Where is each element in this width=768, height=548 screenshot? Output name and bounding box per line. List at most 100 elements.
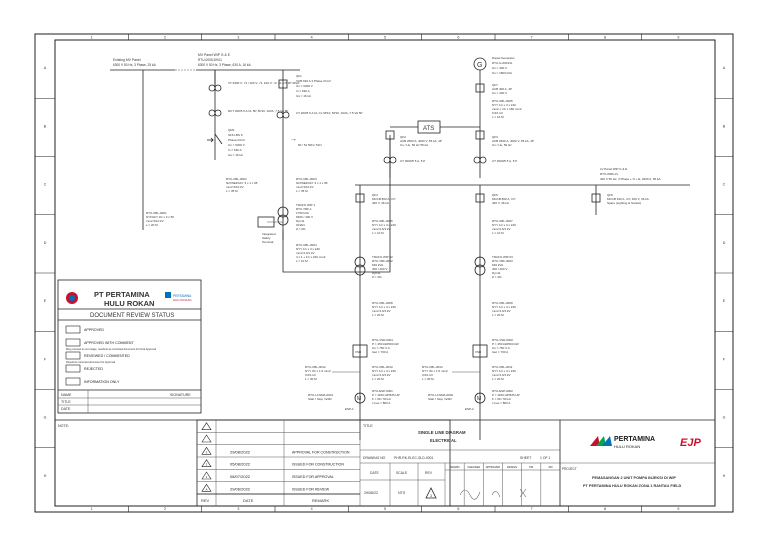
- grid-row-label: G: [44, 416, 47, 420]
- cable-lv1-l3: 4 x 1 + 1C x 240 mm2: [296, 255, 326, 259]
- grid-col-label: 1: [91, 507, 93, 511]
- qf1-l4: Ics = 16 kA: [296, 94, 311, 98]
- grid-row-label: H: [44, 474, 47, 478]
- status-label: INFORMATION ONLY: [84, 380, 120, 384]
- qm1-l2: Phasa 24 kV: [228, 138, 245, 142]
- cable-m3-l0: RTU-CBL-0012: [305, 365, 326, 369]
- cable-m1-l0: RTU-CBL-0010: [372, 365, 393, 369]
- ct1-label: RCT 200/5 5 A CL 5P, 5P10, 10VA, 7.5 VA …: [228, 109, 288, 113]
- grid-col-label: 2: [164, 36, 166, 40]
- esp2-tag: ESP-2: [465, 407, 474, 411]
- cable-lv2-l2: mm2 0.6/1 kV: [372, 227, 391, 231]
- grid-row-label: A: [723, 66, 726, 70]
- esp2-l0: RTU-ESP-0002: [492, 389, 513, 393]
- trafo2-l1: RTU-TRF-0002: [372, 259, 393, 263]
- cable-lv2-l1: NYY 1C x 3 x 240: [372, 223, 396, 227]
- grid-col-label: 3: [237, 36, 239, 40]
- scale-label: SCALE: [396, 471, 408, 475]
- rev-label: REV: [425, 471, 433, 475]
- status-label: APPROVED WITH COMMENT: [84, 341, 135, 345]
- esp1-l1: P = 1150 HP/625 HP: [372, 393, 400, 397]
- title-label: TITLE: [363, 424, 373, 428]
- grid-row-label: F: [44, 357, 47, 361]
- revision-triangle-icon: [201, 446, 212, 455]
- grid-row-label: D: [723, 241, 726, 245]
- diesel-l0: RTU-G-0001/G: [492, 61, 513, 65]
- cable-m2-l0: RTU-CBL-0011: [492, 365, 513, 369]
- sheet-value: 1 OF 1: [540, 456, 550, 460]
- mv-panel-spec2: 6300 V 50 Hz, 3 Phase, 630 A, 16 kA: [198, 63, 252, 67]
- date-label: DATE: [370, 471, 380, 475]
- cable-mv1-t2: NYFGbY 3C x 3 x 50: [146, 215, 174, 219]
- qf6-l1: MCCB 160 A, 4 P, 400 V, 36 kA: [607, 197, 649, 201]
- cable-mv3-l3: L = 35 M: [296, 189, 308, 193]
- ist-l2: Terminal: [262, 240, 274, 244]
- vsd2-l3: Iout = 730 A: [492, 350, 508, 354]
- vsd1-l3: Iout = 730 A: [372, 350, 388, 354]
- tb-logo-sub: HULU ROKAN: [614, 444, 640, 449]
- qf4-l2: 400 V, 36 kA: [372, 201, 389, 205]
- status-note: May proceed to next stage, resubmit as c…: [66, 347, 156, 351]
- vsd1-symbol: VSD: [355, 350, 362, 354]
- qf1-l0: QF1: [296, 74, 302, 78]
- qm1-l0: QM1: [228, 128, 235, 132]
- ct4-label: CT 3000/5 5 A, 5 P: [492, 159, 517, 163]
- revision-number: 3: [206, 450, 208, 454]
- cable-mv2-l0: RTU-CBL-0002: [226, 177, 247, 181]
- drawing-no-value: PHR-RK-ELEC-SLD-0001: [394, 456, 433, 460]
- drawing-no-label: DRAWING NO: [363, 456, 386, 460]
- cable-mv1-t4: L = 20 M: [146, 223, 158, 227]
- pertamina-logo-mark-icon: [590, 436, 600, 446]
- revision-triangle-icon: [201, 459, 212, 467]
- cable-m4-l2: 0.6/1 kV: [422, 373, 433, 377]
- qm1-l1: SF6 LBS 6: [228, 133, 243, 137]
- grid-row-label: C: [44, 183, 47, 187]
- trafo2-l5: Z = 4%: [372, 275, 382, 279]
- trafo1-l6: Z = 6%: [296, 227, 306, 231]
- qf1-l3: In = 630 A: [296, 89, 310, 93]
- cable-lv3-l2: mm2 0.6/1 kV: [492, 227, 511, 231]
- cable-mv3-l0: RTU-CBL-0003: [296, 177, 317, 181]
- cable-m1-l1: NYY 1C x 3 x 240: [372, 369, 396, 373]
- esp1-tag: ESP-1: [345, 407, 354, 411]
- esp1-l2: F = 60 / 50 Hz: [372, 397, 391, 401]
- status-note: Resubmit corrected document for Approval: [66, 360, 116, 364]
- qf5-l1: MCCB 800 A, 3 P: [492, 197, 516, 201]
- qf4-l1: MCCB 800 A, 3 P: [372, 197, 396, 201]
- vsd2-l1: P = 450 kW/600 kW: [492, 342, 519, 346]
- cable-mv2-l1: N2XSEFGbY 3 x 1 x 95: [226, 181, 258, 185]
- status-checkbox[interactable]: [65, 325, 81, 334]
- cable-mv1-text: RTU-CBL-0001: [146, 211, 167, 215]
- review-signature: SIGNATURE: [170, 393, 191, 397]
- ats-section: ATS QF2 ACB 2500 A, 4000 V, 65 kA, 4P Un…: [383, 120, 534, 178]
- cable-gen-l1: NYY 1C x 3 x 240: [492, 103, 516, 107]
- sheet-label: SHEET: [520, 456, 531, 460]
- qf3-l2: Un / Ue, 50 Hz: [492, 143, 512, 147]
- status-checkbox[interactable]: [65, 377, 81, 386]
- ats-box: [417, 120, 441, 134]
- qm1-l5: Ics = 16 kA: [228, 153, 243, 157]
- status-checkbox[interactable]: [65, 351, 81, 360]
- grid-row-label: F: [723, 357, 726, 361]
- ldc1-l0: RTU-LCSMA-0001: [308, 393, 333, 397]
- revision-date: 29/08/2022: [230, 449, 251, 454]
- diesel-l1: Un = 400 V: [492, 66, 507, 70]
- qf7-l1: ACB 400 A, 4P: [492, 87, 512, 91]
- review-field-date: DATE: [61, 407, 71, 411]
- status-checkbox[interactable]: [65, 338, 81, 347]
- status-checkbox[interactable]: [65, 364, 81, 373]
- sign-header: DRAWN: [450, 465, 460, 469]
- project-line2: PT PERTAMINA HULU ROKAN ZONA 1 RANTAU FI…: [583, 484, 682, 488]
- ldc1-l1: Start / Stop / ESD: [308, 397, 333, 401]
- qf5-l0: QF5: [492, 193, 498, 197]
- grid-row-label: B: [44, 124, 47, 128]
- revision-number: 2: [206, 463, 208, 467]
- vsd1-l1: P = 450 kW/600 kW: [372, 342, 399, 346]
- cable-gen-l0: RTU-CBL-0005: [492, 99, 513, 103]
- feeder-esp2: QF5 MCCB 800 A, 3 P 400 V, 36 kA RTU-CBL…: [422, 185, 520, 440]
- ist-l1: Safety: [262, 236, 271, 240]
- esp2-l3: I max = 800 A: [492, 401, 510, 405]
- cable-lv5-l0: RTU-CBL-0009: [492, 301, 513, 305]
- title-line2: ELECTRICAL: [430, 438, 457, 443]
